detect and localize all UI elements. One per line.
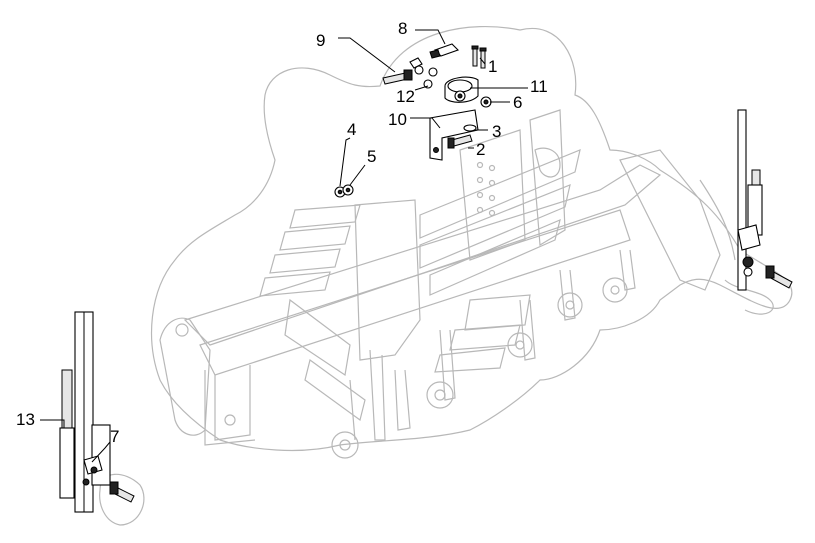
callout-1: 1 bbox=[488, 57, 497, 76]
right-marker-cylinder bbox=[737, 109, 793, 291]
callout-labels: 1 2 3 4 5 6 7 8 9 10 11 12 13 bbox=[16, 19, 548, 446]
callout-10: 10 bbox=[388, 110, 407, 129]
left-marker-cylinder bbox=[59, 311, 135, 513]
callout-7: 7 bbox=[110, 427, 119, 446]
leader-lines bbox=[40, 29, 528, 463]
callout-3: 3 bbox=[492, 122, 501, 141]
ghost-machine-frame bbox=[99, 25, 793, 526]
callout-5: 5 bbox=[367, 147, 376, 166]
valve-assembly-parts bbox=[334, 43, 492, 198]
callout-6: 6 bbox=[513, 93, 522, 112]
ghost-holes bbox=[476, 161, 496, 217]
callout-12: 12 bbox=[396, 87, 415, 106]
callout-9: 9 bbox=[316, 31, 325, 50]
callout-2: 2 bbox=[476, 140, 485, 159]
callout-13: 13 bbox=[16, 410, 35, 429]
callout-4: 4 bbox=[347, 120, 356, 139]
callout-8: 8 bbox=[398, 19, 407, 38]
callout-11: 11 bbox=[530, 77, 548, 96]
